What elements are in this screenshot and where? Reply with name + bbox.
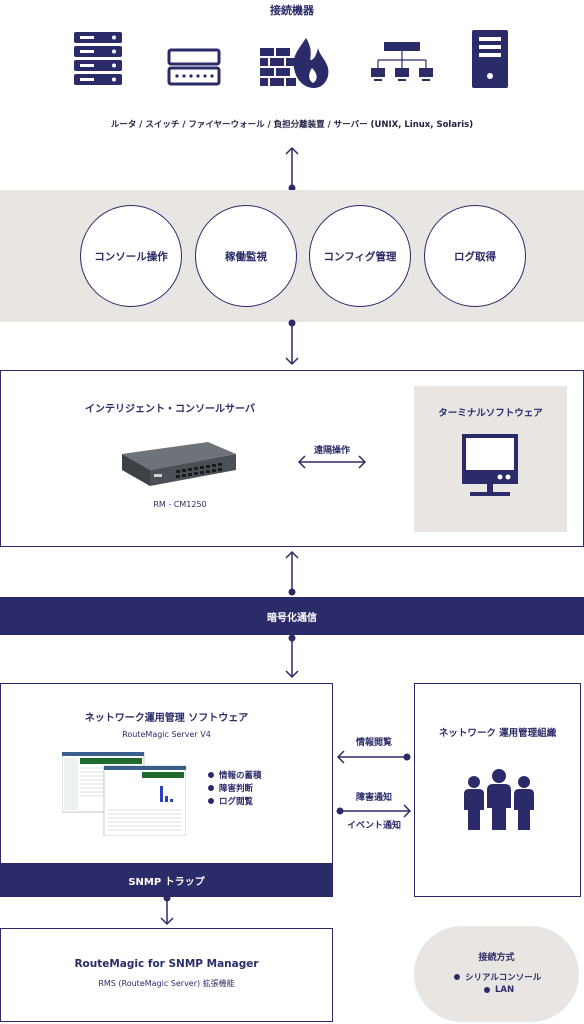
network-topology-icon (371, 42, 433, 81)
fault-notice-label: 障害通知 (355, 793, 392, 803)
people-icon (464, 769, 534, 830)
arrow-snmp-manager (160, 894, 174, 926)
console-server-device (122, 442, 236, 486)
terminal-software-title: ターミナルソフトウェア (438, 408, 543, 419)
connected-devices-title: 接続機器 (270, 4, 314, 17)
arrow-functions-server (285, 319, 299, 366)
arrow-encryption-software (285, 634, 299, 679)
notice-arrow (336, 804, 412, 818)
snmp-manager-title: RouteMagic for SNMP Manager (74, 958, 259, 970)
snmp-trap-band: SNMP トラップ (0, 863, 333, 897)
organization-title: ネットワーク 運用管理組織 (438, 728, 557, 739)
connection-method-item: シリアルコンソール (454, 970, 541, 983)
tower-server-icon (472, 30, 508, 88)
feature-item: 情報の蓄積 (208, 768, 262, 781)
server-rack-icon (74, 32, 122, 85)
software-feature-list: 情報の蓄積 障害判断 ログ閲覧 (208, 768, 262, 807)
feature-item: 障害判断 (208, 781, 262, 794)
connection-method-item: LAN (454, 983, 541, 996)
arrow-server-encryption (285, 550, 299, 596)
function-log: ログ取得 (424, 205, 526, 307)
software-screenshot (62, 752, 186, 836)
snmp-manager-subtitle: RMS (RouteMagic Server) 拡張機能 (98, 979, 235, 988)
devices-caption: ルータ / スイッチ / ファイヤーウォール / 負担分離装置 / サーバー (… (110, 120, 474, 130)
connection-method-title: 接続方式 (478, 953, 515, 963)
firewall-icon (260, 38, 329, 88)
arrow-devices-functions (285, 146, 299, 192)
function-console: コンソール操作 (80, 205, 182, 307)
info-view-label: 情報閲覧 (355, 738, 392, 748)
switch-icon (167, 48, 221, 86)
management-software-subtitle: RouteMagic Server V4 (122, 730, 211, 739)
function-monitoring: 稼働監視 (195, 205, 297, 307)
feature-item: ログ閲覧 (208, 794, 262, 807)
management-software-title: ネットワーク運用管理 ソフトウェア (84, 713, 249, 724)
console-server-title: インテリジェント・コンソールサーバ (85, 404, 255, 415)
info-view-arrow (336, 750, 411, 764)
encryption-band: 暗号化通信 (0, 597, 584, 635)
event-notice-label: イベント通知 (346, 821, 401, 831)
remote-operation-label: 遠隔操作 (313, 446, 350, 456)
remote-operation-arrow (297, 455, 367, 469)
snmp-manager-box (0, 928, 333, 1022)
connection-method-list: シリアルコンソール LAN (454, 970, 541, 996)
console-server-model: RM - CM1250 (153, 500, 207, 509)
terminal-monitor-icon (462, 434, 518, 496)
function-config: コンフィグ管理 (309, 205, 411, 307)
